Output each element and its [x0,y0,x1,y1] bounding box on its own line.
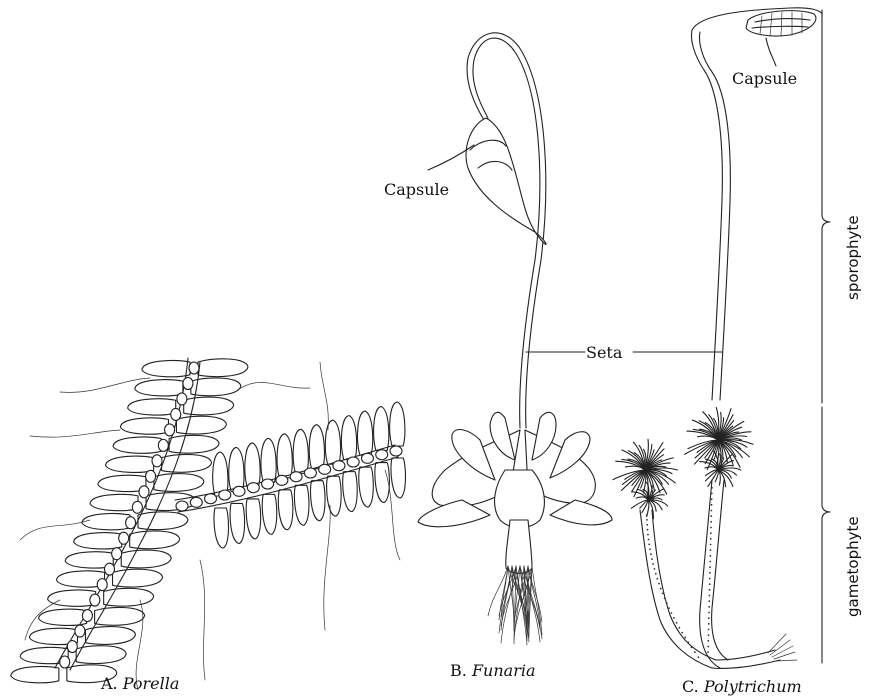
polytrichum-capsule-label: Capsule [732,69,797,88]
funaria-drawing [418,33,612,645]
porella-drawing [11,358,406,690]
gametophyte-label: gametophyte [844,516,862,617]
caption-funaria: B. Funaria [450,661,536,680]
gametophyte-bracket [822,407,830,663]
sporophyte-label: sporophyte [844,215,862,300]
caption-polytrichum: C. Polytrichum [682,677,802,696]
sporophyte-bracket [822,10,830,403]
seta-label: Seta [586,343,623,362]
caption-porella: A. Porella [100,674,179,693]
funaria-capsule-label: Capsule [384,180,449,199]
polytrichum-drawing [526,8,822,669]
